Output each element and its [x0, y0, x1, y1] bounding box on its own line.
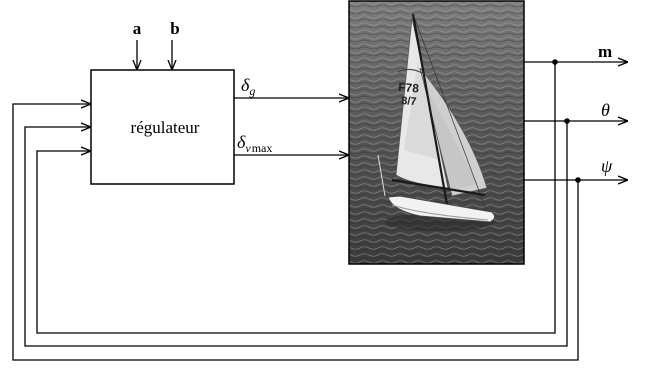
sailboat-image: F78 8/7 — [348, 0, 525, 265]
feedback-theta — [24, 121, 568, 347]
input-b-label: b — [170, 19, 179, 38]
sail-marking-2: 8/7 — [401, 95, 417, 108]
input-a-label: a — [133, 19, 142, 38]
feedback-m — [36, 62, 556, 334]
feedback-psi — [12, 104, 579, 361]
sail-marking: F78 — [398, 80, 420, 95]
controller-label: régulateur — [131, 118, 200, 137]
output-m-label: m — [598, 42, 612, 61]
delta-vmax-label: δvmax — [237, 132, 272, 155]
output-psi-label: ψ — [601, 156, 613, 176]
delta-g-label: δg — [241, 75, 255, 98]
controller-block — [90, 69, 235, 185]
output-theta-label: θ — [601, 100, 610, 120]
